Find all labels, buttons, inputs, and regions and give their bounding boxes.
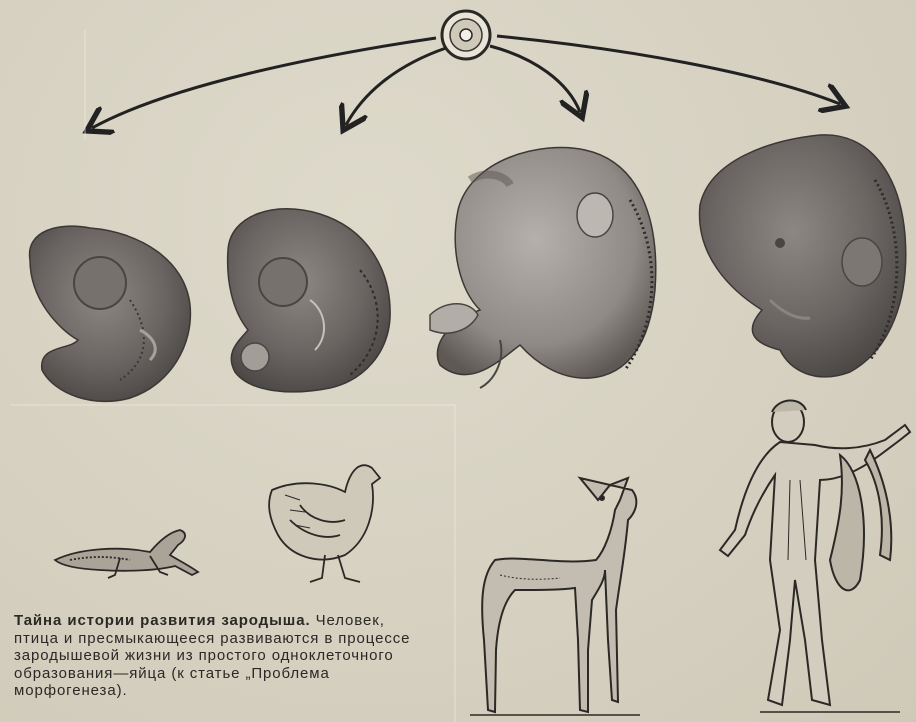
- bird-embryo: [228, 209, 390, 392]
- arrow-to-mammal: [490, 46, 580, 112]
- arrow-to-bird: [346, 48, 446, 125]
- arrow-to-human: [497, 36, 840, 104]
- figure-caption: Тайна истории развития зародыша. Человек…: [14, 612, 434, 700]
- deer: [470, 478, 640, 715]
- egg-cell: [442, 11, 490, 59]
- reptile-embryo: [30, 226, 191, 401]
- human-embryo: [700, 135, 906, 377]
- caption-title: Тайна истории развития зародыша.: [14, 612, 311, 629]
- arrow-to-reptile: [92, 38, 436, 128]
- hen: [269, 465, 380, 582]
- lizard: [55, 530, 198, 578]
- mammal-embryo: [430, 148, 656, 389]
- human-statue: [720, 400, 910, 712]
